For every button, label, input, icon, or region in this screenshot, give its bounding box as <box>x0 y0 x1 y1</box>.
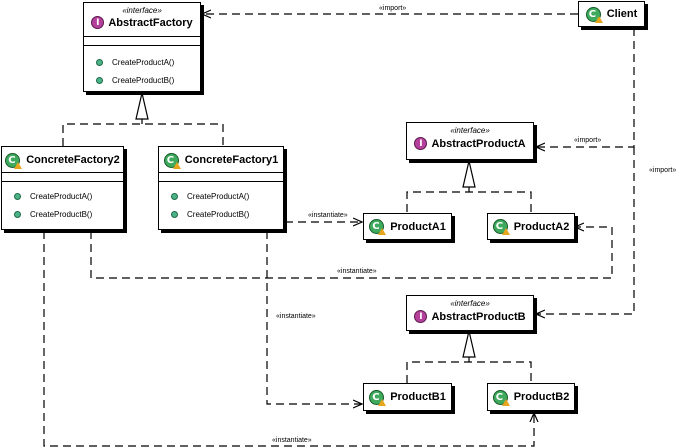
abstract-factory-box[interactable]: «interface» I AbstractFactory CreateProd… <box>83 2 201 92</box>
method-item: CreateProductB() <box>84 71 200 89</box>
instantiate-label: «instantiate» <box>337 268 377 275</box>
method-item: CreateProductB() <box>159 205 283 223</box>
class-icon: C <box>492 219 510 235</box>
separator <box>2 181 123 182</box>
edge-cf1-to-product-b1 <box>266 231 362 404</box>
import-label: «import» <box>574 137 602 144</box>
public-method-icon <box>171 210 178 218</box>
stereotype-label: «interface» <box>450 299 490 308</box>
class-icon: C <box>5 152 23 169</box>
class-title: ProductA1 <box>390 220 446 233</box>
class-icon: C <box>369 219 387 235</box>
public-method-icon <box>96 58 103 66</box>
product-b2-box[interactable]: C ProductB2 <box>487 383 575 411</box>
warning-icon <box>14 161 23 169</box>
realization-products-a <box>406 187 532 212</box>
method-item: CreateProductB() <box>2 205 123 223</box>
public-method-icon <box>171 192 178 200</box>
separator <box>159 181 283 182</box>
stereotype-label: «interface» <box>450 126 490 135</box>
product-a1-box[interactable]: C ProductA1 <box>363 213 452 240</box>
interface-icon: I <box>414 137 428 150</box>
class-title: ConcreteFactory2 <box>26 154 120 166</box>
class-icon: C <box>585 6 603 23</box>
instantiate-label: «instantiate» <box>272 437 312 444</box>
product-b1-box[interactable]: C ProductB1 <box>363 383 452 411</box>
public-method-icon <box>96 76 103 84</box>
public-method-icon <box>14 210 21 218</box>
warning-icon <box>501 398 510 406</box>
product-a2-box[interactable]: C ProductA2 <box>487 213 575 240</box>
class-icon: C <box>163 152 181 169</box>
stereotype-label: «interface» <box>122 6 162 15</box>
class-title: ProductB2 <box>513 391 570 403</box>
separator <box>84 45 200 46</box>
realization-arrowhead-product-a <box>462 160 476 188</box>
abstract-product-b-box[interactable]: «interface» I AbstractProductB <box>406 295 534 331</box>
separator <box>2 172 123 173</box>
public-method-icon <box>14 192 21 200</box>
warning-icon <box>501 228 510 235</box>
realization-arrowhead-product-b <box>462 330 476 358</box>
class-title: ProductB1 <box>390 391 446 403</box>
warning-icon <box>378 398 387 406</box>
import-label: «import» <box>379 5 407 12</box>
class-title: AbstractProductB <box>431 310 526 323</box>
method-item: CreateProductA() <box>159 187 283 205</box>
class-title: ProductA2 <box>513 220 570 233</box>
class-title: ConcreteFactory1 <box>184 154 279 166</box>
warning-icon <box>594 15 603 23</box>
client-box[interactable]: C Client <box>578 1 645 27</box>
class-icon: C <box>369 389 387 406</box>
interface-icon: I <box>91 16 105 29</box>
separator <box>159 172 283 173</box>
class-title: Client <box>606 8 638 20</box>
class-title: AbstractFactory <box>108 16 193 29</box>
separator <box>84 36 200 37</box>
warning-icon <box>378 228 387 235</box>
instantiate-label: «instantiate» <box>276 313 316 320</box>
concrete-factory2-box[interactable]: C ConcreteFactory2 CreateProductA() Crea… <box>1 146 124 230</box>
warning-icon <box>172 161 181 169</box>
instantiate-label: «instantiate» <box>308 212 348 219</box>
realization-arrowhead-factory <box>135 92 149 120</box>
class-title: AbstractProductA <box>431 137 526 150</box>
abstract-product-a-box[interactable]: «interface» I AbstractProductA <box>406 122 534 160</box>
edge-cf2-to-product-a2 <box>90 227 613 279</box>
concrete-factory1-box[interactable]: C ConcreteFactory1 CreateProductA() Crea… <box>158 146 284 230</box>
method-item: CreateProductA() <box>84 53 200 71</box>
edge-client-to-abstract-product-a <box>536 28 635 147</box>
edge-client-to-abstract-product-b <box>536 147 635 314</box>
interface-icon: I <box>414 310 428 323</box>
import-label: «import» <box>649 167 677 174</box>
realization-products-b <box>406 357 532 383</box>
realization-factories <box>62 119 224 146</box>
edge-cf2-to-product-b2 <box>43 231 534 447</box>
class-icon: C <box>492 389 510 406</box>
method-item: CreateProductA() <box>2 187 123 205</box>
